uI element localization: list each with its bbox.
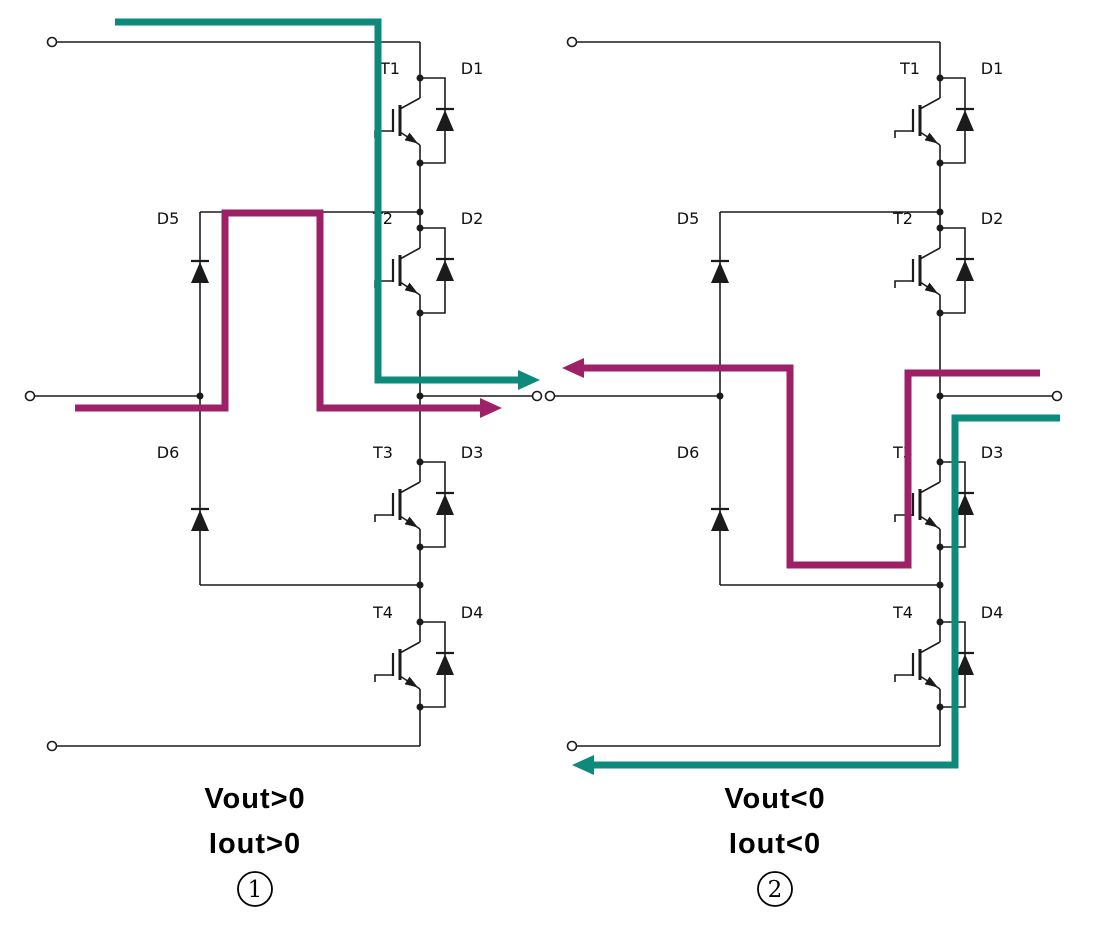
iout-caption: Iout<0 bbox=[729, 828, 821, 860]
label-d5: D5 bbox=[157, 209, 180, 228]
circuit-2-captions: Vout<0 Iout<0 2 bbox=[724, 783, 825, 907]
label-d2: D2 bbox=[981, 209, 1004, 228]
magenta-arrow-right-icon bbox=[480, 398, 502, 418]
circuit-1-captions: Vout>0 Iout>0 1 bbox=[204, 783, 305, 907]
magenta-arrow-left-icon bbox=[562, 358, 584, 378]
label-d2: D2 bbox=[461, 209, 484, 228]
label-d4: D4 bbox=[461, 603, 484, 622]
iout-caption: Iout>0 bbox=[209, 828, 301, 860]
label-d5: D5 bbox=[677, 209, 700, 228]
label-d3: D3 bbox=[981, 443, 1004, 462]
label-t4: T4 bbox=[372, 603, 393, 622]
circled-number-2: 2 bbox=[757, 871, 793, 907]
teal-current-path-2 bbox=[590, 414, 1060, 769]
label-t2: T2 bbox=[892, 209, 913, 228]
circuit-1-labels: T1 D1 T2 D2 T3 D3 T4 D4 D5 D6 bbox=[157, 59, 484, 622]
label-d6: D6 bbox=[157, 443, 180, 462]
circuit-state-2: T1 D1 T2 D2 T3 D3 T4 D4 D5 D6 Vout<0 Iou… bbox=[546, 38, 1062, 907]
teal-arrow-right-icon bbox=[518, 370, 540, 390]
number-ring bbox=[237, 871, 273, 907]
number-digit: 1 bbox=[248, 877, 263, 903]
magenta-current-path-2 bbox=[580, 364, 1040, 569]
label-d4: D4 bbox=[981, 603, 1004, 622]
teal-current-path-1 bbox=[115, 18, 524, 384]
label-d6: D6 bbox=[677, 443, 700, 462]
magenta-current-path-1 bbox=[75, 209, 486, 412]
label-t1: T1 bbox=[379, 59, 400, 78]
number-digit: 2 bbox=[768, 877, 783, 903]
teal-arrow-left-icon bbox=[572, 755, 594, 775]
circuit-2-labels: T1 D1 T2 D2 T3 D3 T4 D4 D5 D6 bbox=[677, 59, 1004, 622]
circled-number-1: 1 bbox=[237, 871, 273, 907]
circuit-state-1: T1 D1 T2 D2 T3 D3 T4 D4 D5 D6 Vout>0 Iou… bbox=[26, 18, 542, 907]
label-t3: T3 bbox=[372, 443, 393, 462]
label-t1: T1 bbox=[899, 59, 920, 78]
label-d3: D3 bbox=[461, 443, 484, 462]
label-d1: D1 bbox=[461, 59, 484, 78]
number-ring bbox=[757, 871, 793, 907]
vout-caption: Vout<0 bbox=[724, 783, 825, 815]
vout-caption: Vout>0 bbox=[204, 783, 305, 815]
label-t4: T4 bbox=[892, 603, 913, 622]
label-d1: D1 bbox=[981, 59, 1004, 78]
